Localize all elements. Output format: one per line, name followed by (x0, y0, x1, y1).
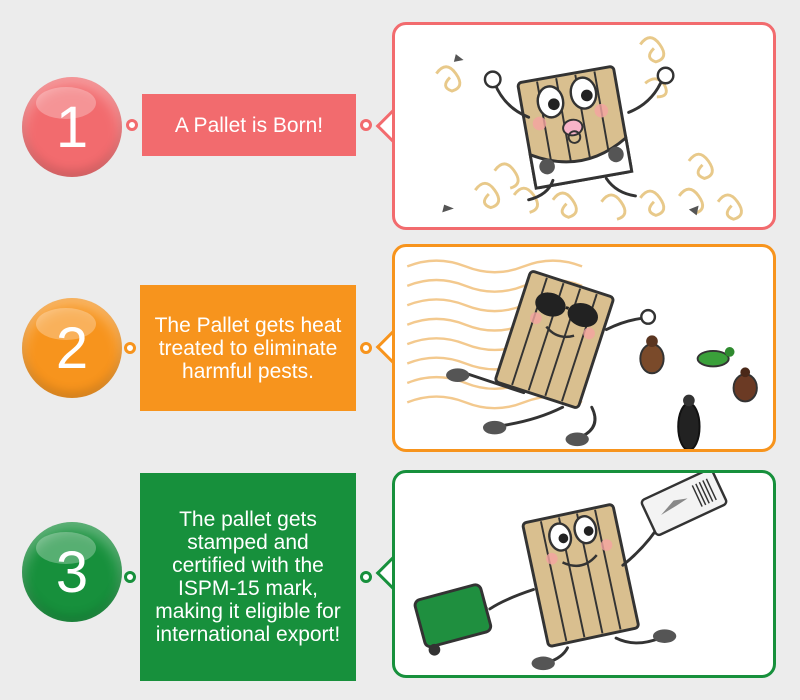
step-3-illustration-panel (392, 470, 776, 678)
connector-dot (126, 119, 138, 131)
baby-pallet-icon (435, 36, 743, 221)
bug-icon (696, 347, 735, 368)
step-1-number: 1 (55, 94, 89, 160)
step-2-label: The Pallet gets heat treated to eliminat… (124, 285, 372, 411)
connector-dot (360, 571, 372, 583)
suitcase-icon (413, 583, 493, 656)
step-1-illustration-panel (392, 22, 776, 230)
step-2-number-badge: 2 (22, 298, 122, 398)
bug-icon (732, 367, 758, 403)
bug-icon (639, 335, 665, 375)
connector-dot (124, 342, 136, 354)
step-2-text: The Pallet gets heat treated to eliminat… (154, 313, 342, 383)
connector-dot (124, 571, 136, 583)
step-3-text: The pallet gets stamped and certified wi… (155, 508, 341, 646)
traveling-pallet-icon (413, 473, 728, 671)
step-1-text: A Pallet is Born! (174, 113, 324, 137)
connector-dot (360, 342, 372, 354)
step-3-number: 3 (55, 539, 89, 605)
step-3-number-badge: 3 (22, 522, 122, 622)
heat-treated-pallet-icon (406, 259, 758, 449)
bug-icon (677, 394, 701, 449)
step-1-label: A Pallet is Born! (126, 94, 372, 156)
step-2-number: 2 (55, 315, 89, 381)
step-2-illustration-panel (392, 244, 776, 452)
step-3-label: The pallet gets stamped and certified wi… (124, 473, 372, 681)
connector-dot (360, 119, 372, 131)
step-1-number-badge: 1 (22, 77, 122, 177)
ticket-icon (640, 473, 728, 537)
